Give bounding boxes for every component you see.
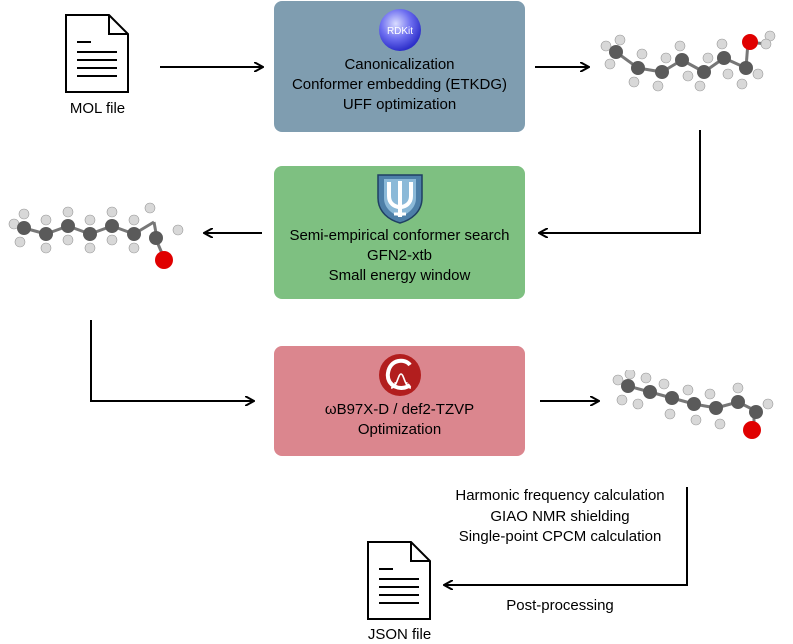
document-icon [65, 14, 129, 93]
rdkit-step-box: RDKit Canonicalization Conformer embeddi… [274, 1, 525, 132]
step-line: ωB97X-D / def2-TZVP [324, 401, 475, 418]
mol-file-label: MOL file [69, 100, 126, 117]
step-line: Conformer embedding (ETKDG) [291, 76, 508, 93]
arrow-conformers-to-dft [90, 320, 253, 401]
step-line: UFF optimization [342, 96, 457, 113]
step-line: Semi-empirical conformer search [289, 227, 510, 244]
post-line: Single-point CPCM calculation [458, 528, 662, 545]
xtb-step-box: Semi-empirical conformer search GFN2-xtb… [274, 166, 525, 299]
ball-and-stick-molecule-icon [612, 370, 774, 439]
ball-and-stick-molecule-icon [600, 30, 776, 92]
orca-logo [378, 354, 421, 396]
post-line: GIAO NMR shielding [490, 507, 630, 525]
step-line: Optimization [357, 421, 442, 438]
rdkit-logo: RDKit [378, 9, 421, 51]
json-file-label: JSON file [367, 626, 432, 643]
arrow-post-to-json [445, 487, 688, 585]
step-line: GFN2-xtb [366, 247, 432, 264]
dft-step-box: ωB97X-D / def2-TZVP Optimization [274, 346, 525, 456]
rdkit-logo-text: RDKit [386, 26, 412, 37]
arrow-conformer-to-xtb [540, 130, 701, 233]
step-line: Small energy window [328, 267, 471, 284]
step-line: Canonicalization [344, 56, 455, 73]
post-line: Harmonic frequency calculation [455, 487, 665, 504]
xtb-psi-shield-logo [376, 174, 423, 224]
post-processing-label: Post-processing [506, 597, 614, 614]
document-icon [367, 541, 431, 620]
ball-and-stick-molecule-icon [8, 202, 184, 269]
post-calculations-list: Harmonic frequency calculation GIAO NMR … [430, 486, 690, 548]
